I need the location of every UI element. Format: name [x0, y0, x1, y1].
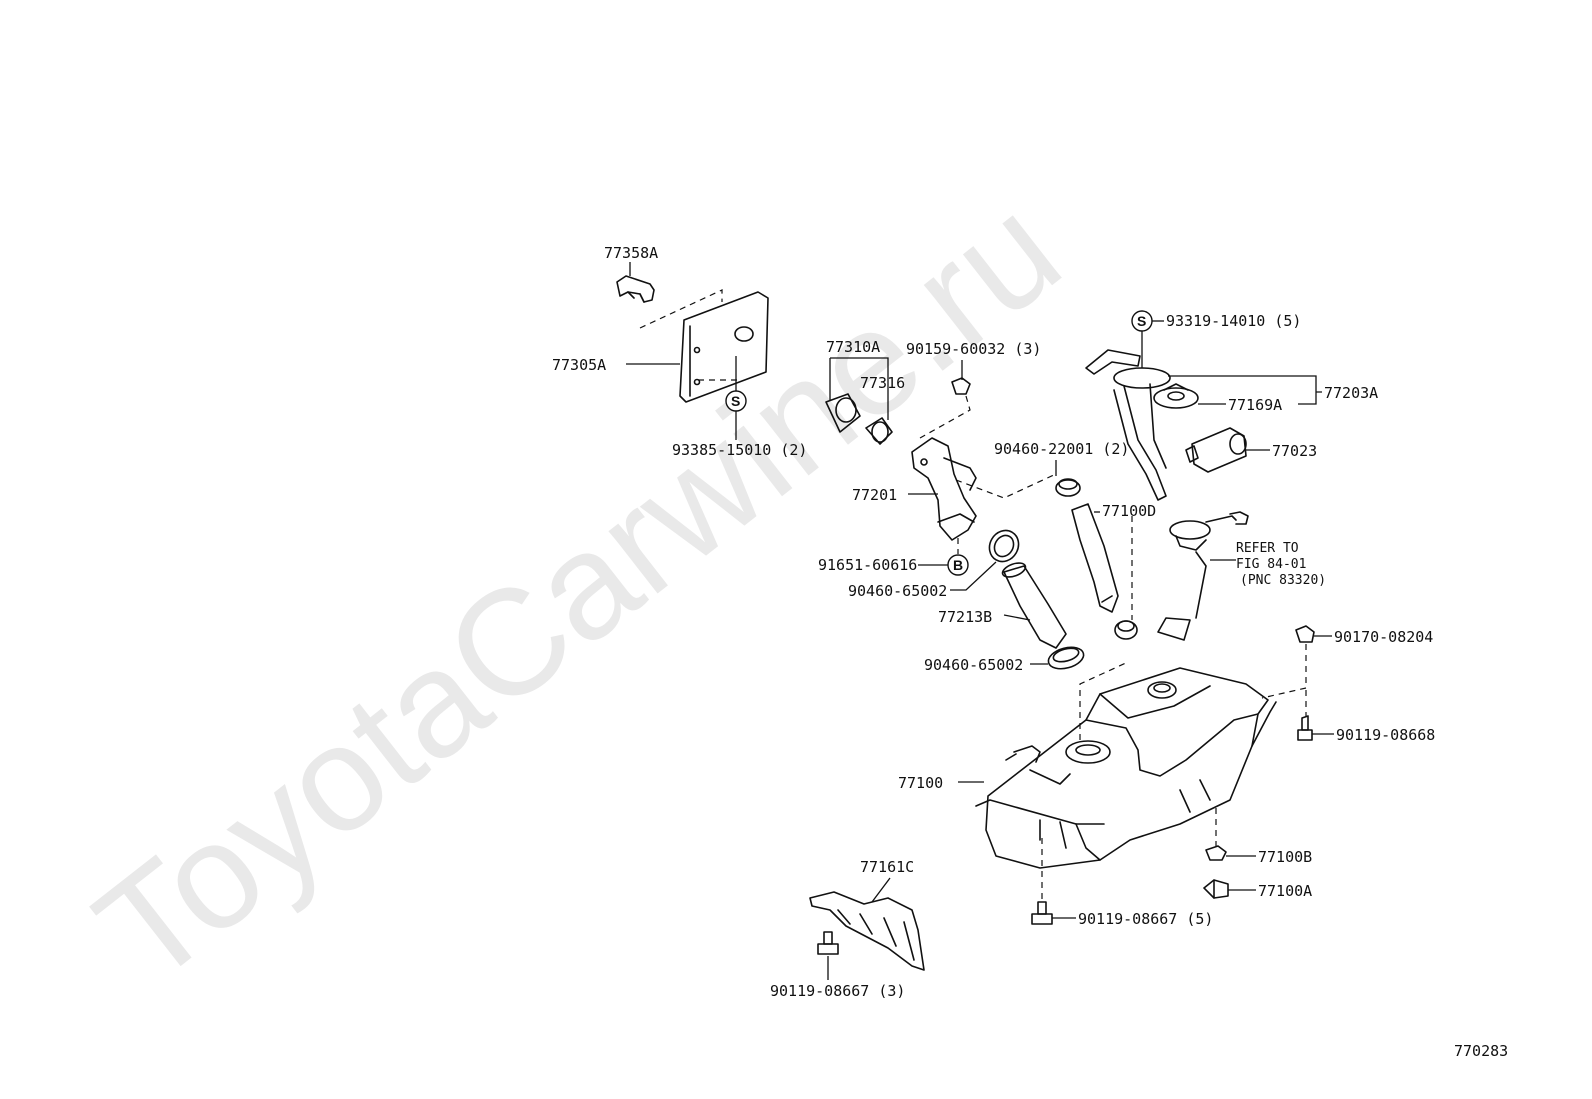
- label-90170-08204: 90170-08204: [1334, 628, 1433, 646]
- label-93385-15010: 93385-15010 (2): [672, 441, 807, 459]
- bolt-90119-08668: [1297, 715, 1313, 741]
- label-77100A: 77100A: [1258, 882, 1312, 900]
- label-77100B: 77100B: [1258, 848, 1312, 866]
- label-77100D: 77100D: [1102, 502, 1156, 520]
- label-90460-22001: 90460-22001 (2): [994, 440, 1129, 458]
- label-77169A: 77169A: [1228, 396, 1282, 414]
- label-77203A: 77203A: [1324, 384, 1378, 402]
- label-90119-08667-5: 90119-08667 (5): [1078, 910, 1213, 928]
- gauge-sender: [1157, 511, 1249, 641]
- filter-77169A: [1153, 383, 1199, 409]
- grommet-77310A: [825, 393, 861, 433]
- label-77358A: 77358A: [604, 244, 658, 262]
- clamp-90460-65002-lower: [1047, 646, 1085, 670]
- clamp-90460-65002-upper: [988, 529, 1020, 563]
- bolt-90119-08667-5: [1031, 901, 1053, 925]
- fuel-pump-77023: [1185, 427, 1247, 473]
- band-77100A: [1203, 879, 1229, 899]
- hose-77100D: [1071, 503, 1119, 613]
- symbol-b-91651: B: [953, 557, 963, 573]
- clamp-77100D-lower: [1114, 620, 1138, 640]
- label-90119-08667-3: 90119-08667 (3): [770, 982, 905, 1000]
- label-77161C: 77161C: [860, 858, 914, 876]
- label-77213B: 77213B: [938, 608, 992, 626]
- symbol-s-93319: S: [1137, 313, 1146, 329]
- label-90460-65002-upper: 90460-65002: [848, 582, 947, 600]
- label-77316: 77316: [860, 374, 905, 392]
- clip-77358A: [616, 275, 655, 303]
- fuel-tank-77100: [975, 667, 1277, 869]
- label-77305A: 77305A: [552, 356, 606, 374]
- protector-77305A: [679, 291, 769, 403]
- label-refer-to: REFER TO: [1236, 541, 1299, 556]
- clamp-90460-22001: [1055, 478, 1081, 497]
- cushion-77100B: [1205, 845, 1227, 861]
- label-refer-fig: FIG 84-01: [1236, 557, 1306, 572]
- filler-pipe-77201: [911, 437, 977, 541]
- label-77023: 77023: [1272, 442, 1317, 460]
- symbol-s-93385: S: [731, 393, 740, 409]
- label-90119-08668: 90119-08668: [1336, 726, 1435, 744]
- protector-77161C: [809, 891, 925, 971]
- label-refer-pnc: (PNC 83320): [1240, 573, 1326, 588]
- fuel-hose-77213B: [1001, 562, 1067, 649]
- label-90159-60032: 90159-60032 (3): [906, 340, 1041, 358]
- label-77100: 77100: [898, 774, 943, 792]
- figure-code: 770283: [1454, 1042, 1508, 1060]
- pump-bracket-77203A: [1085, 349, 1171, 501]
- grommet-77316: [865, 417, 893, 445]
- label-90460-65002-lower: 90460-65002: [924, 656, 1023, 674]
- label-93319-14010: 93319-14010 (5): [1166, 312, 1301, 330]
- label-91651-60616: 91651-60616: [818, 556, 917, 574]
- bolt-90159: [951, 377, 971, 395]
- label-77310A: 77310A: [826, 338, 880, 356]
- nut-90170: [1295, 625, 1315, 643]
- bolt-90119-08667-3: [817, 931, 839, 955]
- label-77201: 77201: [852, 486, 897, 504]
